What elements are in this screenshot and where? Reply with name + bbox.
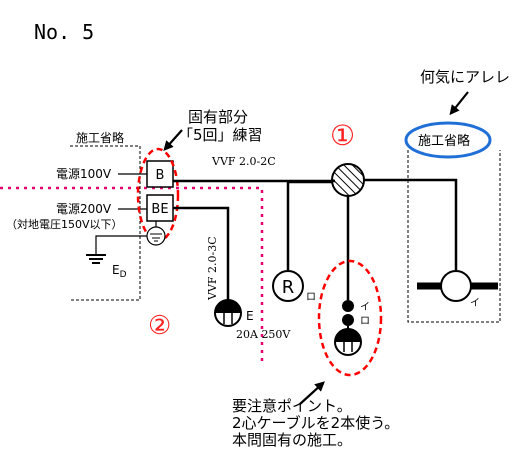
- point-text-2: 2心ケーブルを2本使う。: [232, 414, 399, 432]
- cable-3c-label: VVF 2.0-3C: [206, 236, 219, 301]
- outlet-100v-half-fill: [335, 329, 361, 342]
- unique-part-arrow: [163, 129, 183, 151]
- outlet-200v-half-fill: [215, 300, 241, 313]
- omitted-label-left: 施工省略: [76, 130, 124, 145]
- lamp-r-label: R: [282, 277, 295, 298]
- outlet-e-label: E: [246, 309, 254, 323]
- source-200v-label: 電源200V: [56, 202, 112, 216]
- right-omitted-frame: [407, 150, 501, 323]
- left-omitted-frame: [70, 145, 141, 301]
- unique-part-text-2: 「5回」練習: [178, 126, 263, 144]
- point-text-1: 要注意ポイント。: [232, 397, 352, 415]
- marker-2: ②: [148, 311, 171, 341]
- pink-dotted-boundary: [0, 186, 264, 365]
- terminal-b-label: B: [156, 168, 165, 183]
- line-be-to-outlet: [173, 206, 230, 300]
- ground-voltage-note: （対地電圧150V以下）: [6, 217, 123, 231]
- page-title: No. 5: [34, 20, 94, 44]
- switch-i-label: イ: [360, 302, 370, 313]
- ground-terminal-symbol: [146, 226, 166, 246]
- line-junction-to-lamp-r: [286, 180, 333, 270]
- point-text-3: 本問固有の施工。: [232, 431, 352, 449]
- curious-note-arrow: [449, 91, 469, 116]
- blue-highlight-oval: [404, 121, 492, 159]
- marker-1: ①: [330, 119, 355, 152]
- red-dashed-oval-switches: [317, 259, 383, 377]
- source-100v-label: 電源100V: [56, 167, 112, 181]
- curious-note-text: 何気にアレレ: [420, 68, 510, 86]
- unique-part-text-1: 固有部分: [188, 108, 248, 126]
- light-i-sub-label: イ: [470, 298, 480, 309]
- switch-ro-dot: [342, 314, 354, 326]
- junction-box-symbol: [331, 163, 365, 197]
- terminal-b-box: [146, 160, 174, 188]
- switch-ro-label: ロ: [360, 316, 370, 327]
- line-junction-to-light-i: [364, 178, 458, 270]
- ground-lead-to-ed: [95, 235, 147, 255]
- lamp-r-sub-label: ロ: [306, 292, 316, 303]
- light-i-symbol: [440, 270, 472, 302]
- lamp-r-symbol: [272, 270, 304, 302]
- cable-2c-label: VVF 2.0-2C: [211, 155, 276, 168]
- outlet-rating-label: 20A 250V: [236, 328, 291, 341]
- point-arrow: [299, 381, 325, 405]
- switch-i-dot: [342, 300, 354, 312]
- ground-ed-label: ED: [112, 263, 127, 280]
- terminal-be-label: BE: [151, 202, 168, 217]
- omitted-label-right: 施工省略: [418, 133, 470, 149]
